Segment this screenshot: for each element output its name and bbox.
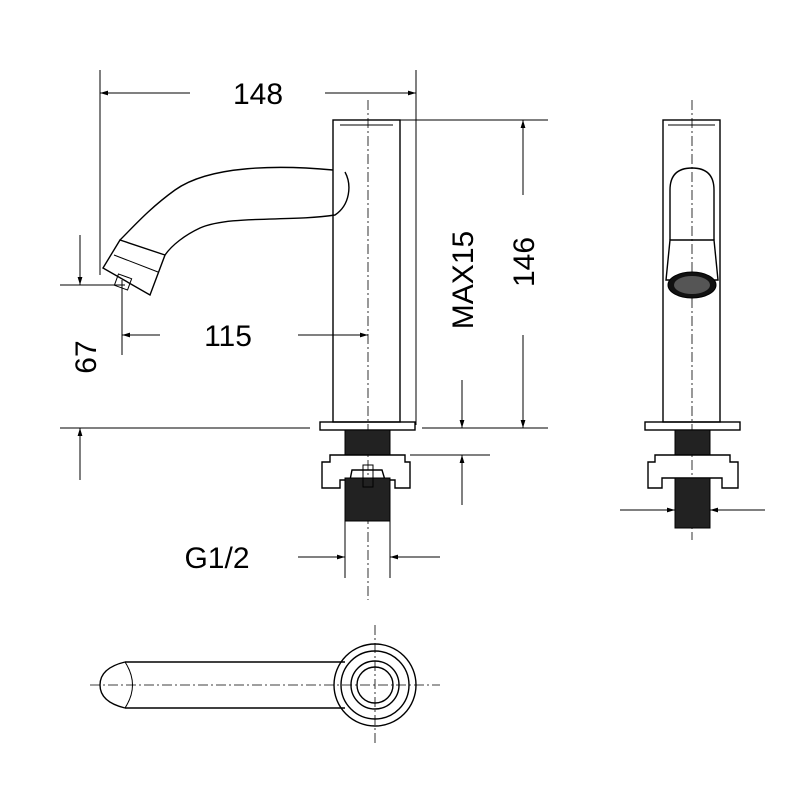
dimension-lines bbox=[60, 70, 548, 578]
dim-overall-reach: 148 bbox=[233, 78, 283, 111]
dim-thread-size: G1/2 bbox=[184, 542, 249, 575]
dim-overall-height: 146 bbox=[508, 237, 541, 287]
side-view bbox=[620, 100, 765, 540]
dim-spout-height: 67 bbox=[70, 340, 103, 373]
dim-spout-reach: 115 bbox=[204, 320, 252, 353]
dim-max-deck-thickness: MAX15 bbox=[447, 231, 480, 329]
top-view bbox=[90, 625, 440, 745]
front-view bbox=[102, 100, 416, 600]
